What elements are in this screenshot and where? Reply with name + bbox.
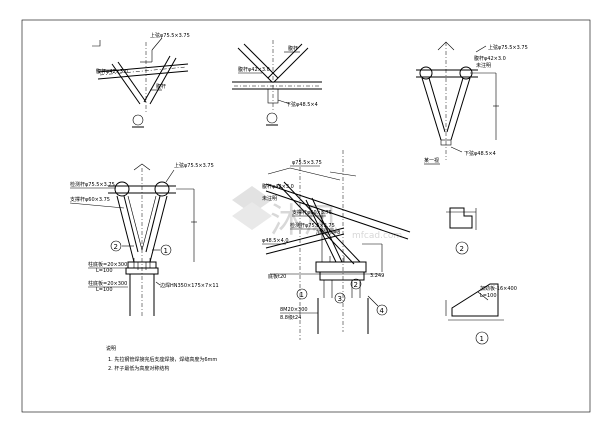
notes-heading: 说明 <box>106 345 116 352</box>
d4-label-b: 检测杆φ75.5×3.75 <box>70 181 115 188</box>
notes-line-2: 2. 杆子最低为高度对称结构 <box>108 365 169 372</box>
d3-label-a: 上弦φ75.5×3.75 <box>488 44 528 51</box>
d6-marker-1: 1 <box>480 335 484 343</box>
d4-label-d: 柱底板=20×300 <box>88 261 127 268</box>
d2-label-a: 腹杆 <box>288 45 298 52</box>
d5-label-a: φ75.5×3.75 <box>292 160 322 166</box>
d3-label-c: 未注明 <box>476 62 491 69</box>
d1-label-top: 上弦φ75.5×3.75 <box>150 32 190 39</box>
drawing-frame <box>21 19 591 413</box>
detail-2: 腹杆 腹杆φ42×3.0 下弦φ48.5×4 <box>232 40 322 126</box>
d6-label-b: L=100 <box>480 293 497 299</box>
d5-label-b: 腹杆φ42×3.0 <box>262 183 294 190</box>
watermark-text: 沐风 <box>270 201 338 241</box>
notes-line-1: 1. 先拉钢管焊接完后支座焊接，焊缝高度为6mm <box>108 356 217 363</box>
d4-label-e: L=100 <box>96 268 113 274</box>
d6-label-a: 加劲板-16×400 <box>480 285 517 292</box>
d5-marker-2: 2 <box>354 281 358 289</box>
d5-label-c: 未注明 <box>262 195 277 202</box>
d3-label-e: 某一视 <box>424 157 439 164</box>
d4-marker-1: 1 <box>164 247 168 255</box>
d5-label-f: 加劲肋t=8 <box>316 229 340 236</box>
d2-label-c: 下弦φ48.5×4 <box>286 101 318 108</box>
d4-label-f: 柱底板=20×300 <box>88 280 127 287</box>
d5-label-i: 8M20×300 <box>280 307 308 313</box>
detail-4: 上弦φ75.5×3.75 检测杆φ75.5×3.75 支撑杆φ60×3.75 柱… <box>69 162 219 318</box>
d5-label-h: 底板t20 <box>268 273 286 280</box>
d5-label-d: 支撑杆φ60×3.75 <box>292 209 332 216</box>
d5-label-k: 3.249 <box>370 273 384 279</box>
notes-block: 说明 1. 先拉钢管焊接完后支座焊接，焊缝高度为6mm 2. 杆子最低为高度对称… <box>106 345 217 372</box>
d1-label-left: 腹杆φ42×3.0 <box>96 68 128 75</box>
d5-label-j: 8.8级t24 <box>280 314 301 321</box>
d3-label-d: 下弦φ48.5×4 <box>464 150 496 157</box>
d3-label-b: 腹杆φ42×3.0 <box>474 55 506 62</box>
d5-label-e: 检测杆φ75.5×3.75 <box>290 222 335 229</box>
d5-label-g: φ48.5×4.0 <box>262 238 289 244</box>
detail-6: 2 加劲板-16×400 L=100 1 <box>445 207 517 345</box>
d4-label-g: L=100 <box>96 287 113 293</box>
d5-marker-3: 3 <box>338 295 342 303</box>
d1-label-bottom: 腹杆 <box>156 83 166 90</box>
d6-marker-2: 2 <box>460 245 464 253</box>
d5-marker-1: 1 <box>300 291 304 299</box>
d4-label-c: 支撑杆φ60×3.75 <box>70 196 110 203</box>
d4-marker-2: 2 <box>114 243 118 251</box>
watermark: 沐风 mfcad.com <box>232 186 402 241</box>
d2-label-b: 腹杆φ42×3.0 <box>238 66 270 73</box>
d5-marker-4: 4 <box>380 307 385 315</box>
detail-5: 3.249 φ75.5×3.75 腹杆φ42×3.0 未注明 支撑杆φ60×3.… <box>262 150 411 340</box>
detail-3: 上弦φ75.5×3.75 腹杆φ42×3.0 未注明 下弦φ48.5×4 某一视 <box>416 41 528 165</box>
d4-label-h: 边焊HN350×175×7×11 <box>160 282 219 289</box>
detail-1: 上弦φ75.5×3.75 腹杆φ42×3.0 腹杆 <box>92 32 190 128</box>
d4-label-a: 上弦φ75.5×3.75 <box>174 162 214 169</box>
watermark-url: mfcad.com <box>352 231 402 241</box>
